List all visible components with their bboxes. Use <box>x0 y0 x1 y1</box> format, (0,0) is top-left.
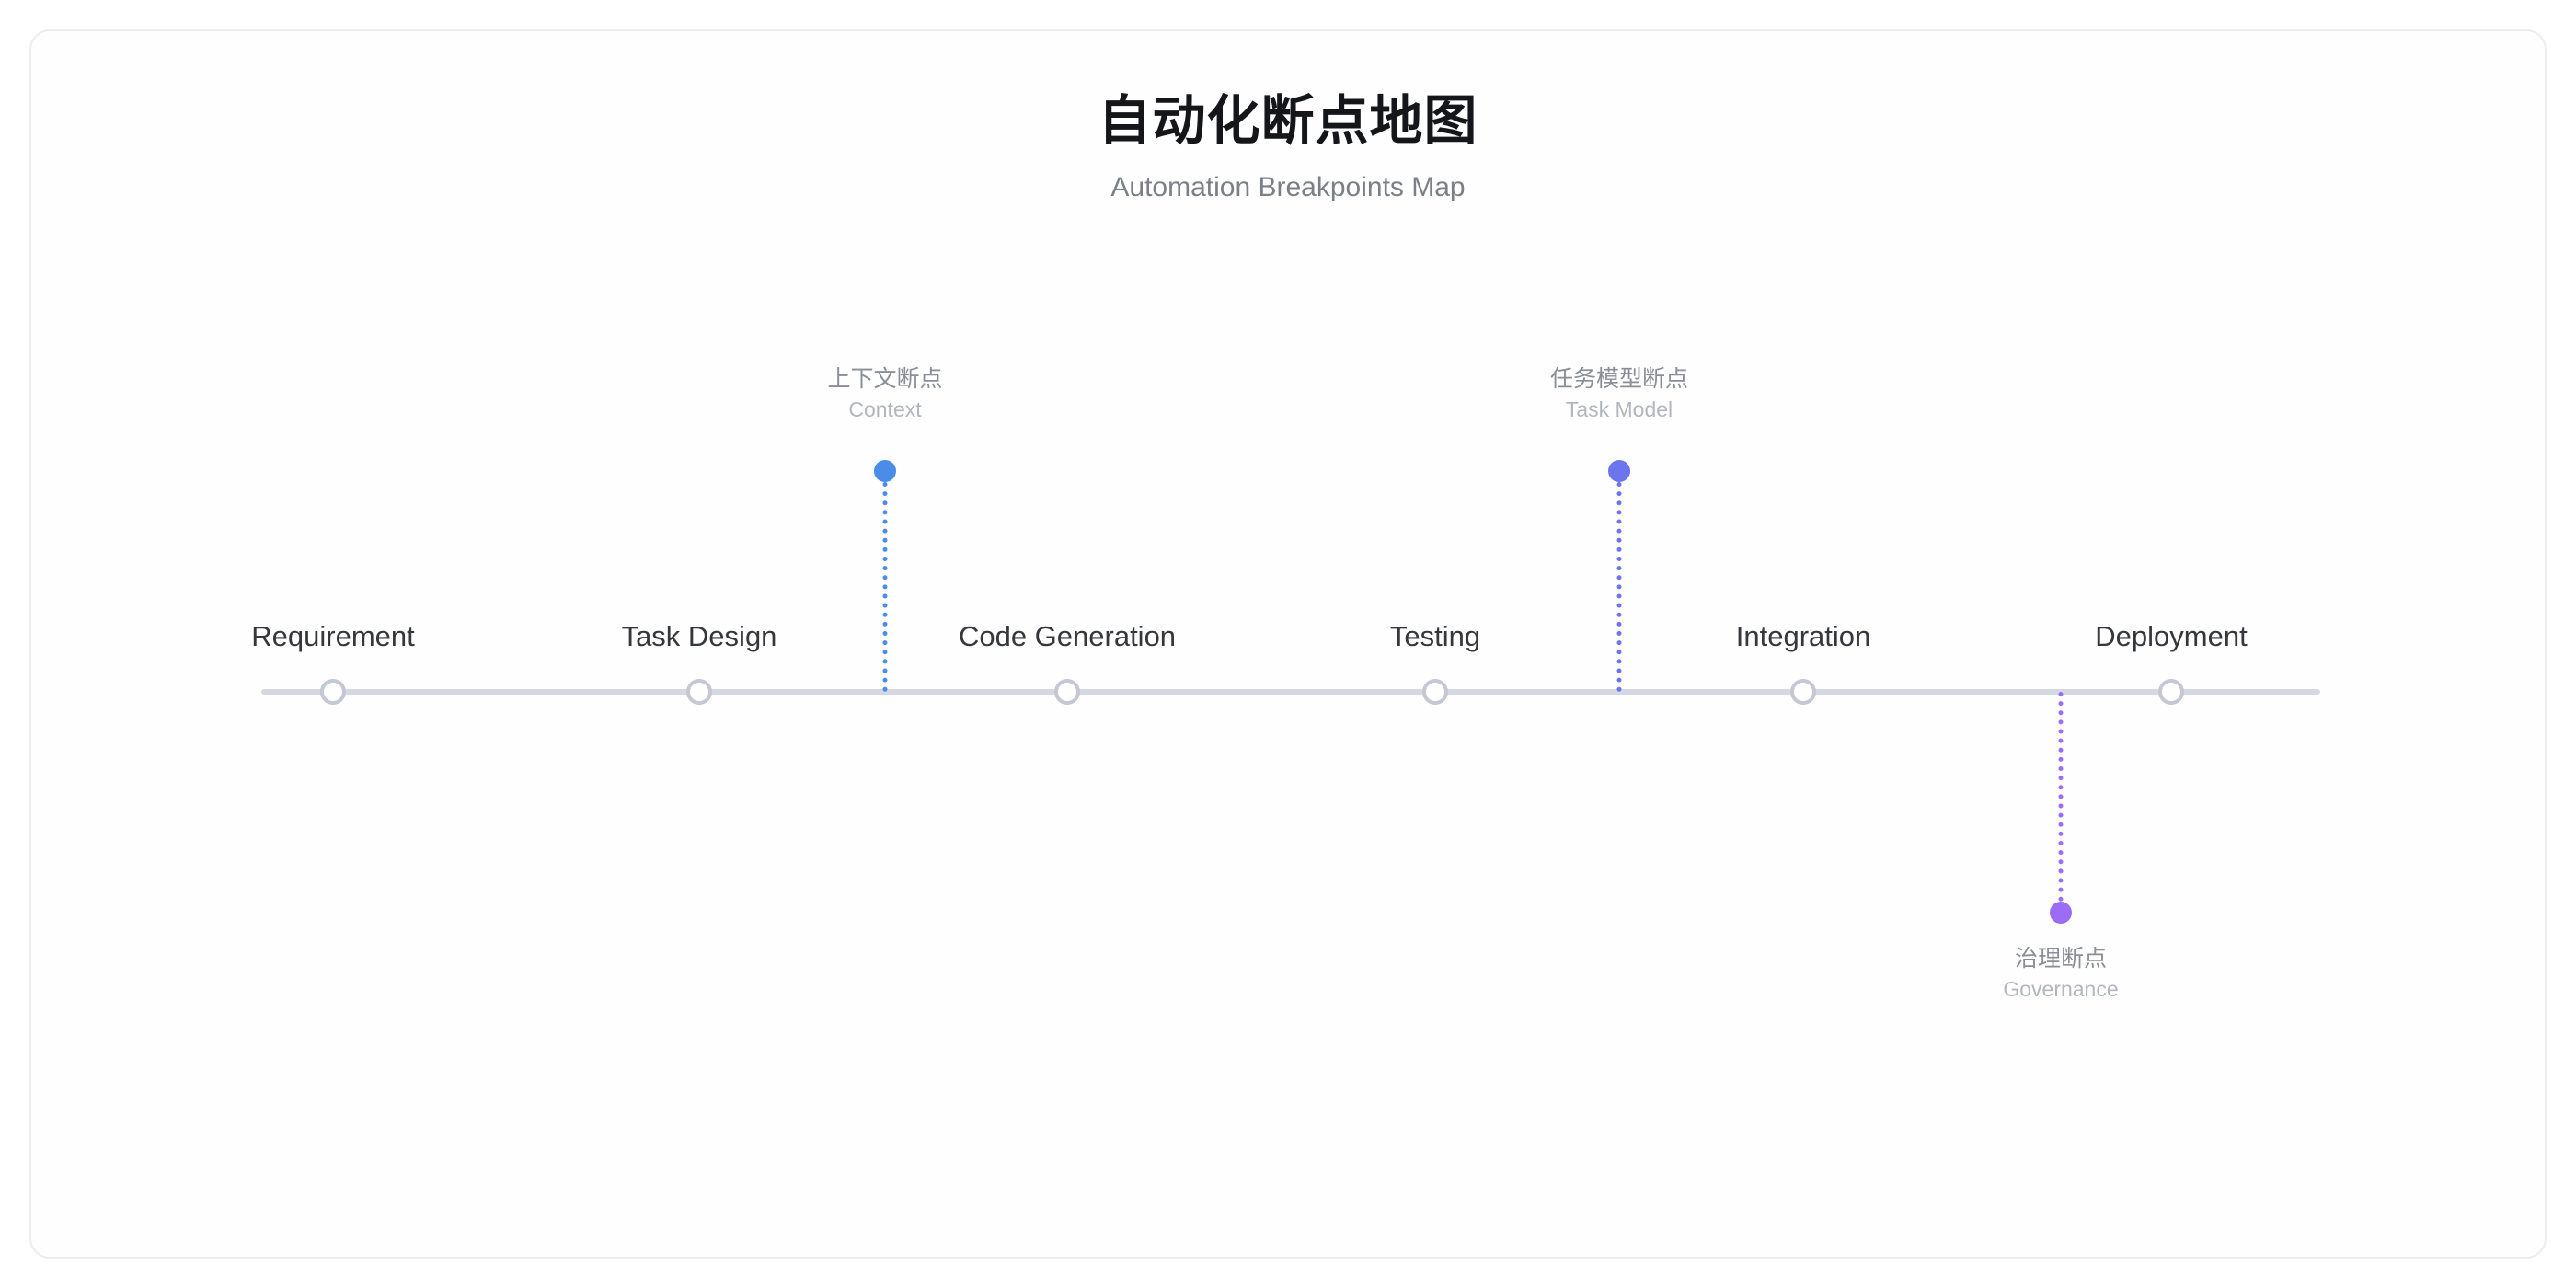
stage-node-icon <box>320 679 346 705</box>
stage-node-icon <box>1422 679 1448 705</box>
page-subtitle: Automation Breakpoints Map <box>1110 171 1466 202</box>
stage-node-icon <box>2158 679 2184 705</box>
page-title: 自动化断点地图 <box>1098 91 1478 151</box>
breakpoint-dot-icon <box>874 460 896 482</box>
stage-node-icon <box>1790 679 1816 705</box>
breakpoint-connector-line <box>2058 692 2064 902</box>
stage-node-icon <box>686 679 712 705</box>
breakpoint-label-zh: 上下文断点 <box>827 366 943 392</box>
stage-label: Requirement <box>251 620 415 652</box>
breakpoint-label-group: 任务模型断点 Task Model <box>1550 364 1688 424</box>
timeline-axis <box>261 689 2320 695</box>
breakpoint-label-zh: 治理断点 <box>2014 946 2107 972</box>
breakpoint-dot-icon <box>1608 460 1630 482</box>
breakpoint-label-group: 上下文断点 Context <box>827 364 942 424</box>
breakpoint-label-zh: 任务模型断点 <box>1549 366 1689 392</box>
header: 自动化断点地图 Automation Breakpoints Map <box>31 91 2545 203</box>
stage-label: Integration <box>1735 620 1871 652</box>
breakpoint-label-en: Governance <box>2003 976 2119 1001</box>
breakpoint-label-group: 治理断点 Governance <box>2003 944 2118 1004</box>
breakpoint-label-en: Context <box>848 397 922 421</box>
stage-label: Testing <box>1389 620 1481 652</box>
diagram-card: 自动化断点地图 Automation Breakpoints Map Requi… <box>29 29 2547 1259</box>
timeline: Requirement Task Design Code Generation … <box>31 31 2545 1257</box>
stage-node-icon <box>1054 679 1080 705</box>
stage-label: Deployment <box>2095 620 2248 652</box>
breakpoint-connector-line <box>882 482 888 692</box>
stage-label: Task Design <box>621 620 777 652</box>
breakpoint-connector-line <box>1616 482 1622 692</box>
stage-label: Code Generation <box>958 620 1177 652</box>
breakpoint-label-en: Task Model <box>1565 397 1673 421</box>
breakpoint-dot-icon <box>2050 902 2072 924</box>
